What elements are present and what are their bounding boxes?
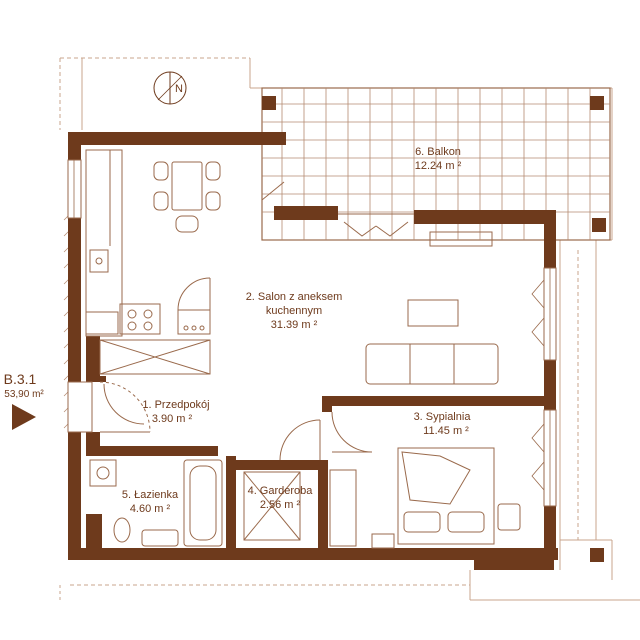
kitchen xyxy=(85,149,211,375)
room-labels: 6. Balkon 12.24 m ² 2. Salon z aneksem k… xyxy=(122,146,471,515)
unit-code: B.3.1 xyxy=(4,371,37,387)
room-2-name-cont: kuchennym xyxy=(266,305,322,317)
room-3-name: 3. Sypialnia xyxy=(414,411,472,423)
doors xyxy=(67,158,414,461)
room-3-area: 11.45 m ² xyxy=(423,425,469,437)
unit-marker: B.3.1 53,90 m² xyxy=(4,371,44,430)
window-lines xyxy=(73,160,551,506)
bedroom-furniture xyxy=(371,447,521,549)
room-2-name: 2. Salon z aneksem xyxy=(246,291,343,303)
entrance-arrow-icon xyxy=(12,404,36,430)
balcony-post xyxy=(592,218,606,232)
room-2-area: 31.39 m ² xyxy=(271,319,318,331)
dining-set xyxy=(153,161,221,233)
room-5-area: 4.60 m ² xyxy=(130,503,171,515)
unit-area: 53,90 m² xyxy=(4,389,44,400)
balcony-post xyxy=(590,96,604,110)
room-6-name: 6. Balkon xyxy=(415,146,461,158)
living-furniture xyxy=(365,231,499,385)
balcony-post xyxy=(590,548,604,562)
room-5-name: 5. Łazienka xyxy=(122,489,179,501)
room-6-area: 12.24 m ² xyxy=(415,160,462,172)
compass-letter: N xyxy=(175,83,183,95)
room-1-area: 3.90 m ² xyxy=(152,413,193,425)
compass: N xyxy=(153,71,187,105)
room-4-area: 2.56 m ² xyxy=(260,499,301,511)
room-1-name: 1. Przedpokój xyxy=(142,399,209,411)
bathroom-fixtures xyxy=(89,459,357,547)
room-4-name: 4. Garderoba xyxy=(248,485,314,497)
balcony-post xyxy=(262,96,276,110)
